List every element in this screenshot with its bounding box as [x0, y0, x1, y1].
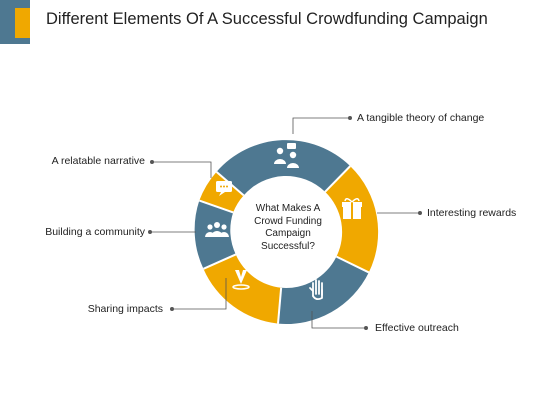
connector-dot-tangible	[348, 116, 352, 120]
raised-hand-icon	[309, 279, 323, 301]
segment-outreach	[278, 256, 369, 325]
segment-rewards	[325, 166, 379, 273]
label-tangible-theory: A tangible theory of change	[357, 112, 485, 124]
connector-narrative	[152, 161, 212, 178]
connector-dot-outreach	[364, 326, 368, 330]
segment-tangible	[216, 140, 351, 196]
connector-tangible	[292, 117, 350, 134]
connector-dot-community	[148, 230, 152, 234]
speech-bubble-icon	[216, 181, 232, 196]
people-exchange-icon	[274, 143, 299, 168]
center-line: Campaign	[265, 228, 311, 239]
label-sharing-impacts: Sharing impacts	[87, 303, 163, 315]
connector-outreach	[311, 311, 366, 329]
label-interesting-rewards: Interesting rewards	[427, 207, 517, 219]
connector-dot-narrative	[150, 160, 154, 164]
connector-sharing	[172, 278, 227, 310]
center-circle	[231, 177, 341, 287]
page-title: Different Elements Of A Successful Crowd…	[46, 10, 488, 28]
label-effective-outreach: Effective outreach	[375, 322, 459, 334]
impact-arrow-icon	[232, 270, 250, 290]
gift-icon	[342, 198, 362, 219]
label-building-community: Building a community	[45, 226, 145, 238]
center-question: What Makes A Crowd Funding Campaign Succ…	[243, 203, 333, 253]
center-line: Successful?	[261, 240, 315, 252]
header-accent	[15, 8, 30, 38]
label-relatable-narrative: A relatable narrative	[51, 155, 145, 167]
group-icon	[205, 222, 229, 237]
center-line: Crowd Funding	[254, 215, 322, 227]
center-line: What Makes A	[255, 203, 321, 214]
connector-dot-sharing	[170, 307, 174, 311]
connector-dot-rewards	[418, 211, 422, 215]
